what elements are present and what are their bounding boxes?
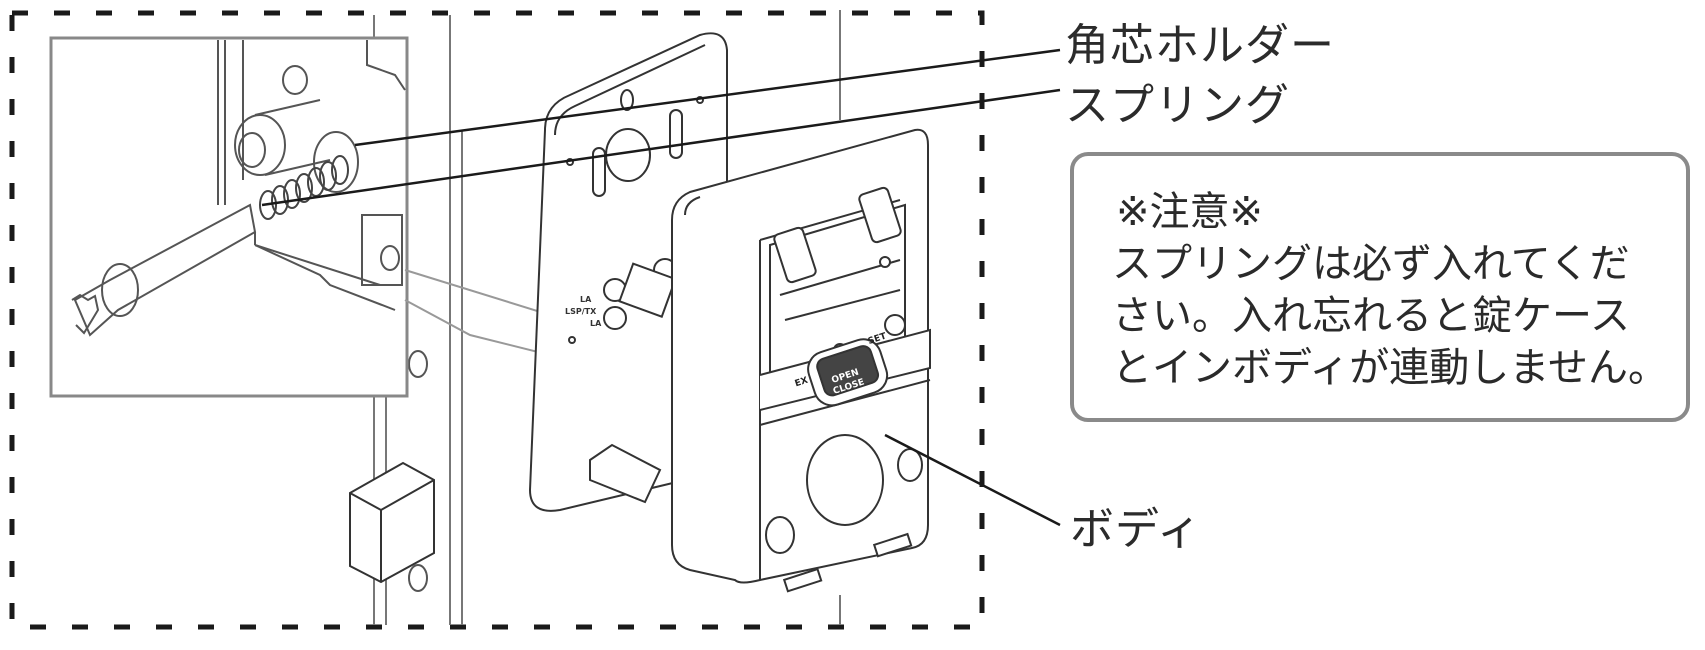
- leader-lines: [261, 48, 1061, 527]
- caution-line: さい。入れ忘れると錠ケース: [1112, 293, 1630, 339]
- caution-note: ※注意※ スプリングは必ず入れてくだ さい。入れ忘れると錠ケース とインボディが…: [1070, 152, 1690, 422]
- leader-holder: [354, 48, 1061, 147]
- mark-la-2: LA: [590, 319, 602, 328]
- caution-body: スプリングは必ず入れてくだ さい。入れ忘れると錠ケース とインボディが連動しませ…: [1112, 238, 1672, 394]
- callout-spring: スプリング: [1065, 80, 1290, 131]
- leader-body: [884, 433, 1061, 527]
- detail-inset: [49, 36, 409, 398]
- callout-square-shaft-holder: 角芯ホルダー: [1065, 20, 1335, 71]
- screw-hole: [408, 350, 428, 378]
- mark-la-1: LA: [580, 295, 592, 304]
- leader-spring: [261, 88, 1061, 207]
- strike-box: [349, 461, 435, 592]
- callout-body: ボディ: [1070, 504, 1202, 555]
- mark-lsp-tx: LSP/TX: [565, 307, 597, 316]
- body-unit: [671, 128, 931, 593]
- caution-line: スプリングは必ず入れてくだ: [1112, 241, 1630, 287]
- dashed-boundary: [9, 10, 985, 630]
- ex-marking: EX: [794, 376, 810, 390]
- caution-line: とインボディが連動しません。: [1112, 345, 1668, 391]
- caution-title: ※注意※: [1116, 189, 1264, 235]
